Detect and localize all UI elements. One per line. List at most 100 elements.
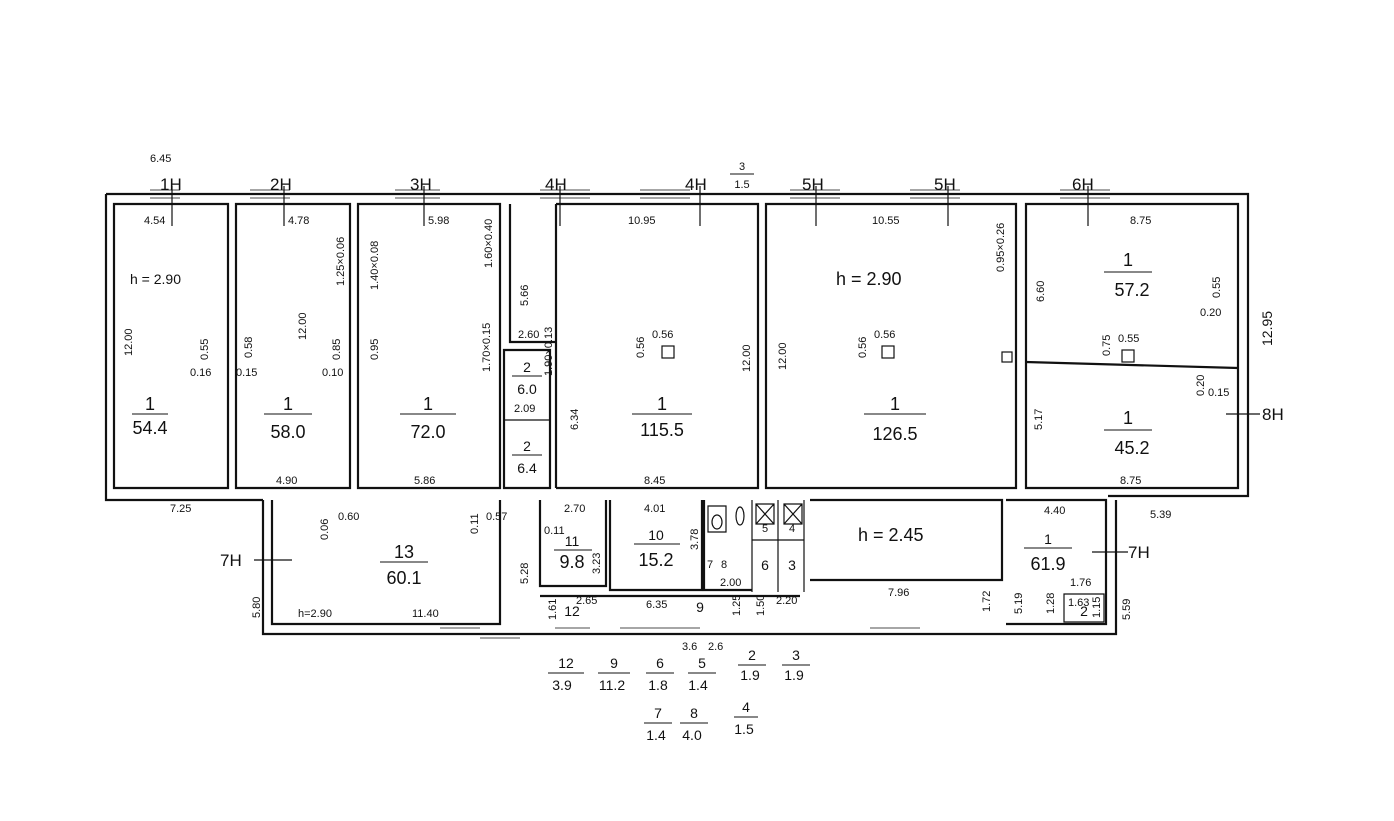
room-number: 11 bbox=[565, 533, 580, 549]
dimension: 3.78 bbox=[689, 529, 701, 550]
dimension: 1.90×0.13 bbox=[543, 327, 555, 376]
room-area: 60.1 bbox=[386, 568, 421, 588]
room-number: 2 bbox=[523, 438, 531, 454]
room-area: 54.4 bbox=[132, 418, 167, 438]
axis-label: 7Н bbox=[220, 551, 242, 570]
legend-entry: 8 4.0 bbox=[680, 705, 708, 743]
dimension: 0.55 bbox=[1211, 277, 1223, 298]
height-label: h = 2.90 bbox=[130, 271, 181, 287]
dimension: 12.00 bbox=[123, 328, 135, 356]
room-label: 1 115.5 bbox=[632, 394, 692, 440]
height-label: h = 2.90 bbox=[836, 269, 902, 289]
dimension: 6.35 bbox=[646, 599, 667, 611]
axis-label: 3Н bbox=[410, 175, 432, 194]
dimension: 7.96 bbox=[888, 587, 909, 599]
room-number: 9 bbox=[696, 599, 704, 615]
room-number: 6 bbox=[761, 557, 769, 573]
dimension: 5.39 bbox=[1150, 509, 1171, 521]
legend-number: 3 bbox=[792, 647, 800, 663]
height-label: h=2.90 bbox=[298, 608, 332, 620]
dimension: 12.95 bbox=[1259, 311, 1275, 346]
axis-label: 6Н bbox=[1072, 175, 1094, 194]
dimension: 0.11 bbox=[469, 513, 481, 534]
room-label: 1 72.0 bbox=[400, 394, 456, 442]
dimension: 8.75 bbox=[1120, 475, 1141, 487]
axis-label: 4Н bbox=[545, 175, 567, 194]
dimension: 5.17 bbox=[1033, 409, 1045, 430]
room-number: 5 bbox=[762, 523, 768, 535]
dimension: 5.66 bbox=[519, 285, 531, 306]
dimension: 6.34 bbox=[569, 409, 581, 430]
legend-area: 1.9 bbox=[784, 667, 804, 683]
room-labels: 1 54.4 1 58.0 1 72.0 2 6.0 2 6.4 1 115.5 bbox=[132, 250, 1152, 588]
dimension: 0.56 bbox=[652, 329, 673, 341]
dimension: 1.25 bbox=[731, 595, 743, 616]
dimension: 4.40 bbox=[1044, 505, 1065, 517]
room-label: 11 9.8 bbox=[554, 533, 592, 572]
dimension: 10.55 bbox=[872, 215, 900, 227]
dimension: 10.95 bbox=[628, 215, 656, 227]
dimension: 5.19 bbox=[1013, 593, 1025, 614]
dimension: 3.6 bbox=[682, 641, 697, 653]
dimension: 1.72 bbox=[981, 591, 993, 612]
dimension: 0.06 bbox=[319, 519, 331, 540]
room-number: 7 bbox=[707, 559, 713, 571]
legend-number: 5 bbox=[698, 655, 706, 671]
room-number: 1 bbox=[1044, 531, 1052, 547]
room-label: 1 61.9 bbox=[1024, 531, 1072, 574]
legend-entry: 2 1.9 bbox=[738, 647, 766, 683]
dimension: 0.55 bbox=[199, 339, 211, 360]
room-label: 1 45.2 bbox=[1104, 408, 1152, 458]
room-number: 8 bbox=[721, 559, 727, 571]
room-number: 1 bbox=[890, 394, 900, 414]
axis-label: 5Н bbox=[802, 175, 824, 194]
room-number: 10 bbox=[648, 527, 664, 543]
room-number: 12 bbox=[564, 603, 580, 619]
dimension: 11.40 bbox=[412, 608, 439, 620]
room-label: 2 6.0 bbox=[512, 359, 542, 397]
dimension: 0.16 bbox=[190, 367, 211, 379]
room-label: 2 6.4 bbox=[512, 438, 542, 476]
legend-area: 11.2 bbox=[599, 677, 625, 693]
room-label: 13 60.1 bbox=[380, 542, 428, 588]
room-area: 72.0 bbox=[410, 422, 445, 442]
dimension: 12.00 bbox=[741, 344, 753, 372]
dimension: 0.75 bbox=[1101, 335, 1113, 356]
dimension: 8.45 bbox=[644, 475, 665, 487]
legend-area: 1.5 bbox=[734, 721, 754, 737]
dimension: 5.86 bbox=[414, 475, 435, 487]
dimension: 4.78 bbox=[288, 215, 309, 227]
legend-area: 1.5 bbox=[734, 179, 749, 191]
service-room-numbers: 12 9 8 6 3 4 7 5 2 bbox=[564, 523, 1088, 619]
dimension: 0.95 bbox=[369, 339, 381, 360]
dimension: 2.20 bbox=[776, 595, 797, 607]
dimension: 0.56 bbox=[857, 337, 869, 358]
dimension: 12.00 bbox=[777, 342, 789, 370]
room-label: 1 58.0 bbox=[264, 394, 312, 442]
legend-number: 12 bbox=[558, 655, 574, 671]
dimension: 2.70 bbox=[564, 503, 585, 515]
room-area: 58.0 bbox=[270, 422, 305, 442]
legend-number: 6 bbox=[656, 655, 664, 671]
dimension: 0.20 bbox=[1200, 307, 1221, 319]
dimension: 0.56 bbox=[635, 337, 647, 358]
legend-entry: 6 1.8 bbox=[646, 655, 674, 693]
dimension: 1.25×0.06 bbox=[335, 237, 347, 286]
room-label: 1 126.5 bbox=[864, 394, 926, 444]
room-number: 1 bbox=[1123, 250, 1133, 270]
dimension: 1.70×0.15 bbox=[481, 323, 493, 372]
dimension: 1.28 bbox=[1045, 593, 1057, 614]
ceiling-heights: h = 2.90 h = 2.90 h = 2.45 h=2.90 bbox=[130, 269, 924, 620]
dimension: 1.63 bbox=[1068, 597, 1089, 609]
room-area: 15.2 bbox=[638, 550, 673, 570]
dimension: 4.90 bbox=[276, 475, 297, 487]
legend-entry: 7 1.4 bbox=[644, 705, 672, 743]
dimension: 4.54 bbox=[144, 215, 165, 227]
dimension: 8.75 bbox=[1130, 215, 1151, 227]
room-number: 13 bbox=[394, 542, 414, 562]
dimension: 5.80 bbox=[251, 597, 263, 618]
dimension: 7.25 bbox=[170, 503, 191, 515]
axis-label: 8Н bbox=[1262, 405, 1284, 424]
dimension: 6.60 bbox=[1035, 281, 1047, 302]
